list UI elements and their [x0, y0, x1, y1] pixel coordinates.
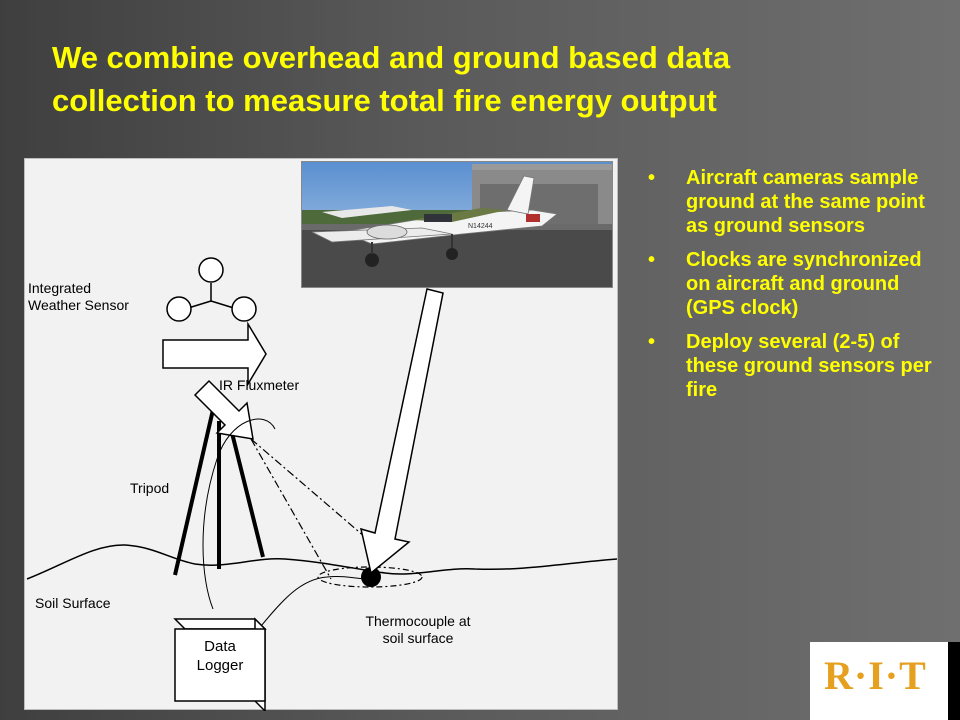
rit-logo-text: R·I·T	[824, 653, 927, 698]
thermocouple-label-line-1: Thermocouple at	[365, 613, 471, 629]
bullet-item: • Aircraft cameras sample ground at the …	[648, 166, 938, 238]
bullet-text: Deploy several (2-5) of these ground sen…	[686, 331, 932, 401]
bullet-marker: •	[648, 249, 656, 271]
thermocouple-icon	[361, 567, 381, 587]
aircraft-illustration: N14244	[302, 162, 612, 287]
ir-fluxmeter-icon	[193, 379, 254, 440]
data-logger-label: Data Logger	[175, 637, 265, 675]
bullet-list: • Aircraft cameras sample ground at the …	[648, 166, 938, 412]
bullet-item: • Deploy several (2-5) of these ground s…	[648, 330, 938, 402]
diagram-drawing	[26, 257, 618, 711]
weather-sensor-label-line-1: Integrated	[28, 280, 92, 296]
ir-fluxmeter-label: IR Fluxmeter	[219, 377, 300, 393]
data-logger-label-line-1: Data	[204, 638, 236, 655]
bullet-marker: •	[648, 167, 656, 189]
logo-edge	[948, 642, 960, 720]
soil-surface-label: Soil Surface	[35, 595, 111, 611]
bullet-text: Aircraft cameras sample ground at the sa…	[686, 167, 925, 237]
soil-surface-line	[26, 544, 618, 580]
data-logger-label-line-2: Logger	[196, 657, 244, 674]
data-logger-icon	[173, 617, 267, 711]
right-arrow-icon	[162, 321, 267, 387]
slide-title: We combine overhead and ground based dat…	[52, 36, 932, 122]
weather-sensor-icon	[166, 257, 257, 322]
aircraft-photo: N14244	[301, 161, 613, 288]
thermocouple-label-line-2: soil surface	[382, 630, 454, 646]
bullet-item: • Clocks are synchronized on aircraft an…	[648, 248, 938, 320]
slide-title-line-1: We combine overhead and ground based dat…	[52, 40, 731, 75]
bullet-marker: •	[648, 331, 656, 353]
rit-logo: R·I·T	[810, 642, 960, 720]
thermocouple-label: Thermocouple at soil surface	[343, 613, 493, 647]
weather-sensor-label-line-2: Weather Sensor	[28, 297, 129, 313]
slide-title-line-2: collection to measure total fire energy …	[52, 83, 717, 118]
tripod-label: Tripod	[130, 480, 170, 496]
weather-sensor-label: Integrated Weather Sensor	[28, 280, 129, 314]
aircraft-view-arrow-icon	[359, 288, 444, 575]
aircraft-tail-number: N14244	[468, 223, 493, 230]
bullet-text: Clocks are synchronized on aircraft and …	[686, 249, 922, 319]
